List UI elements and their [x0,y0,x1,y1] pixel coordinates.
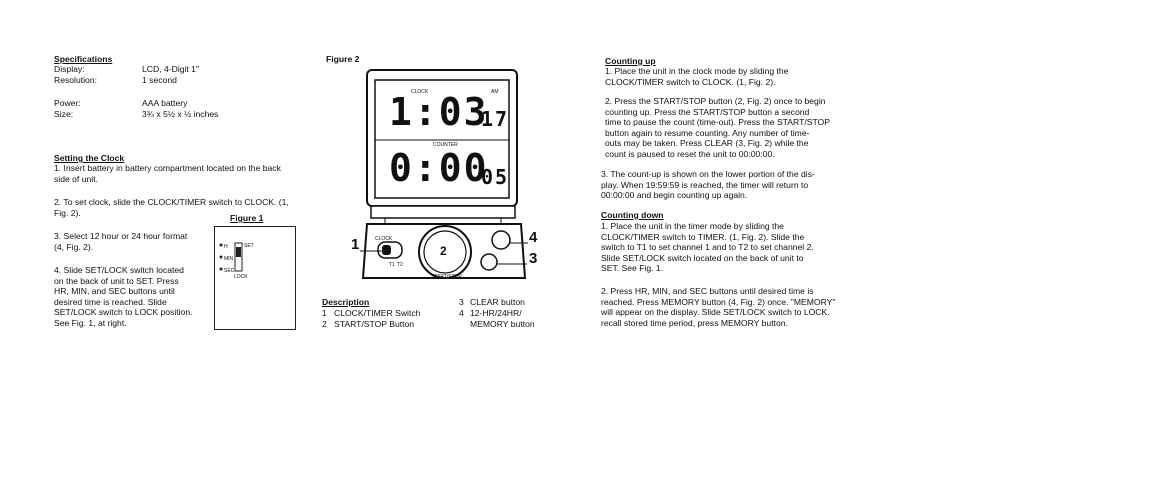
lcd-mid-label: COUNTER [433,142,458,148]
spec-label-resolution: Resolution: [54,75,97,85]
callout-2: 2 [440,244,447,258]
callout-1: 1 [351,236,360,253]
lcd-top-label-right: AM [491,89,499,95]
callout-3: 3 [529,250,538,267]
setting-clock-step-3: 3. Select 12 hour or 24 hour format (4, … [54,231,188,252]
counting-up-step-3: 3. The count-up is shown on the lower po… [601,169,815,201]
lcd-bottom-time: 0:00 [389,146,489,190]
figure2-device: CLOCK AM 1:03 17 COUNTER 0:00 05 CLOCK T… [345,68,545,290]
setting-clock-step-2: 2. To set clock, slide the CLOCK/TIMER s… [54,197,289,218]
fig1-label-hr: H [224,244,228,250]
figure1-illustration [219,242,243,272]
specifications-heading: Specifications [54,54,113,64]
spec-label-power: Power: [54,98,81,108]
setting-clock-step-1: 1. Insert battery in battery compartment… [54,163,281,184]
desc-text-2: START/STOP Button [334,319,415,329]
callout-4: 4 [529,229,538,246]
figure2-title: Figure 2 [326,54,360,64]
callout-3-leader [497,263,527,265]
setting-clock-step-4: 4. Slide SET/LOCK switch located on the … [54,265,193,328]
fig1-label-sec: SEC [224,268,235,274]
desc-num-2: 2 [322,319,327,329]
fig1-switch-set: SET [244,243,254,249]
switch-label-clock: CLOCK [375,236,393,242]
spec-value-display: LCD, 4-Digit 1" [142,64,200,74]
spec-value-size: 3¾ x 5½ x ½ inches [142,109,219,119]
desc-text-4: 12-HR/24HR/ MEMORY button [470,308,535,329]
spec-value-power: AAA battery [142,98,188,108]
lcd-top-time: 1:03 [389,90,489,134]
fig1-label-min: MIN [224,256,234,262]
switch-label-t1: T1 [389,262,395,268]
counting-down-heading: Counting down [601,210,664,220]
description-heading: Description [322,297,370,307]
spec-value-resolution: 1 second [142,75,177,85]
counting-down-step-1: 1. Place the unit in the timer mode by s… [601,221,814,274]
counting-up-step-1: 1. Place the unit in the clock mode by s… [605,66,789,87]
desc-num-4: 4 [459,308,464,318]
desc-text-3: CLEAR button [470,297,525,307]
counting-down-step-2: 2. Press HR, MIN, and SEC buttons until … [601,286,836,328]
callout-1-leader [360,250,382,252]
spec-label-size: Size: [54,109,74,119]
figure1-title: Figure 1 [230,213,264,223]
counting-up-step-2: 2. Press the START/STOP button (2, Fig. … [605,96,830,159]
fig1-switch-lock: LOCK [234,274,248,280]
lcd-top-label: CLOCK [411,89,429,95]
counting-up-heading: Counting up [605,56,656,66]
timer-device-drawing [361,69,527,279]
desc-num-1: 1 [322,308,327,318]
switch-label-t2: T2 [397,262,403,268]
lcd-bottom-seconds: 05 [481,165,510,189]
figure1-box: H MIN SEC SET LOCK [214,226,296,330]
button-label-start-stop: START/STOP [431,274,462,280]
desc-text-1: CLOCK/TIMER Switch [334,308,421,318]
spec-label-display: Display: [54,64,85,74]
desc-num-3: 3 [459,297,464,307]
setting-clock-heading: Setting the Clock [54,153,125,163]
lcd-top-seconds: 17 [481,107,510,131]
callout-4-leader [510,242,528,244]
